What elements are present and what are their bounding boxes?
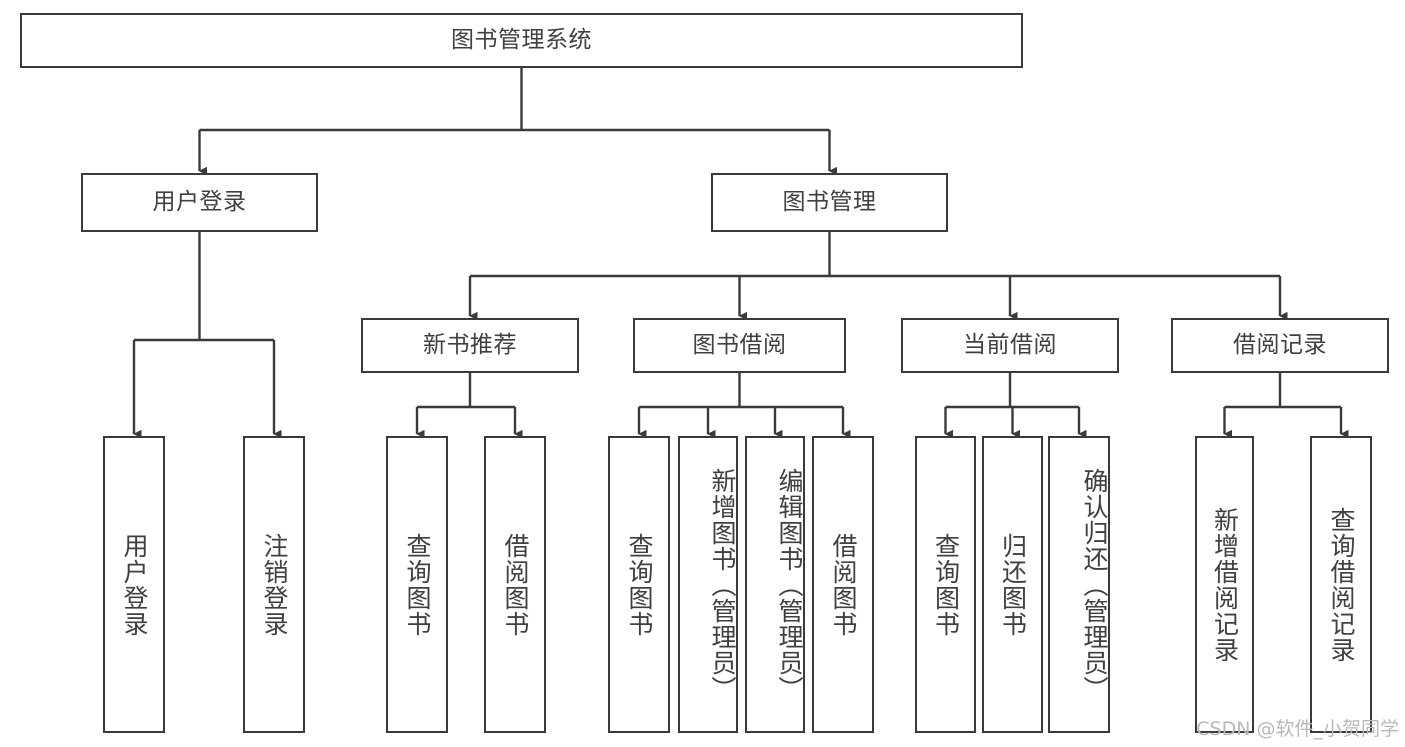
node-new-book-rec[interactable]: 新书推荐 — [361, 318, 579, 373]
node-leaf-borrow-book-2[interactable]: 借阅图书 — [812, 436, 874, 733]
node-leaf-edit-book[interactable]: 编辑图书（管理员） — [745, 436, 805, 733]
node-label-current-borrow: 当前借阅 — [963, 331, 1057, 358]
node-label-leaf-query-book-1: 查询图书 — [403, 532, 432, 637]
node-leaf-borrow-book-1[interactable]: 借阅图书 — [484, 436, 546, 733]
node-label-leaf-add-record: 新增借阅记录 — [1210, 506, 1240, 663]
node-label-leaf-add-book: 新增图书（管理员） — [708, 467, 737, 702]
node-leaf-add-book[interactable]: 新增图书（管理员） — [678, 436, 738, 733]
node-user-login[interactable]: 用户登录 — [81, 173, 318, 232]
watermark-text: CSDN @软件_小贺同学 — [1196, 718, 1399, 740]
node-label-book-borrow: 图书借阅 — [692, 331, 787, 358]
node-label-leaf-borrow-book-1: 借阅图书 — [501, 532, 530, 637]
node-leaf-query-book-2[interactable]: 查询图书 — [608, 436, 670, 733]
node-label-new-book-rec: 新书推荐 — [423, 331, 517, 358]
node-label-leaf-query-book-2: 查询图书 — [625, 532, 654, 637]
node-label-leaf-query-record: 查询借阅记录 — [1327, 506, 1356, 663]
node-book-manage[interactable]: 图书管理 — [711, 173, 948, 232]
node-root[interactable]: 图书管理系统 — [20, 13, 1023, 68]
node-leaf-query-book-1[interactable]: 查询图书 — [386, 436, 448, 733]
node-leaf-query-record[interactable]: 查询借阅记录 — [1310, 436, 1372, 733]
node-current-borrow[interactable]: 当前借阅 — [901, 318, 1119, 373]
node-label-leaf-confirm-return: 确认归还（管理员） — [1080, 467, 1109, 702]
node-leaf-query-book-3[interactable]: 查询图书 — [915, 436, 976, 733]
node-book-borrow[interactable]: 图书借阅 — [633, 318, 846, 373]
node-label-root: 图书管理系统 — [451, 26, 592, 53]
node-label-user-login: 用户登录 — [152, 188, 247, 215]
node-leaf-user-login[interactable]: 用户登录 — [103, 436, 165, 733]
node-leaf-return-book[interactable]: 归还图书 — [982, 436, 1043, 733]
node-label-leaf-borrow-book-2: 借阅图书 — [829, 532, 858, 637]
node-leaf-confirm-return[interactable]: 确认归还（管理员） — [1048, 436, 1110, 733]
node-leaf-logout[interactable]: 注销登录 — [243, 436, 305, 733]
node-label-leaf-query-book-3: 查询图书 — [931, 532, 961, 637]
node-label-borrow-record: 借阅记录 — [1233, 331, 1327, 358]
node-label-book-manage: 图书管理 — [782, 188, 877, 215]
node-label-leaf-edit-book: 编辑图书（管理员） — [775, 467, 804, 702]
node-label-leaf-logout: 注销登录 — [260, 532, 289, 637]
node-label-leaf-return-book: 归还图书 — [998, 532, 1028, 637]
node-leaf-add-record[interactable]: 新增借阅记录 — [1195, 436, 1254, 733]
node-borrow-record[interactable]: 借阅记录 — [1171, 318, 1389, 373]
node-label-leaf-user-login: 用户登录 — [120, 532, 149, 637]
